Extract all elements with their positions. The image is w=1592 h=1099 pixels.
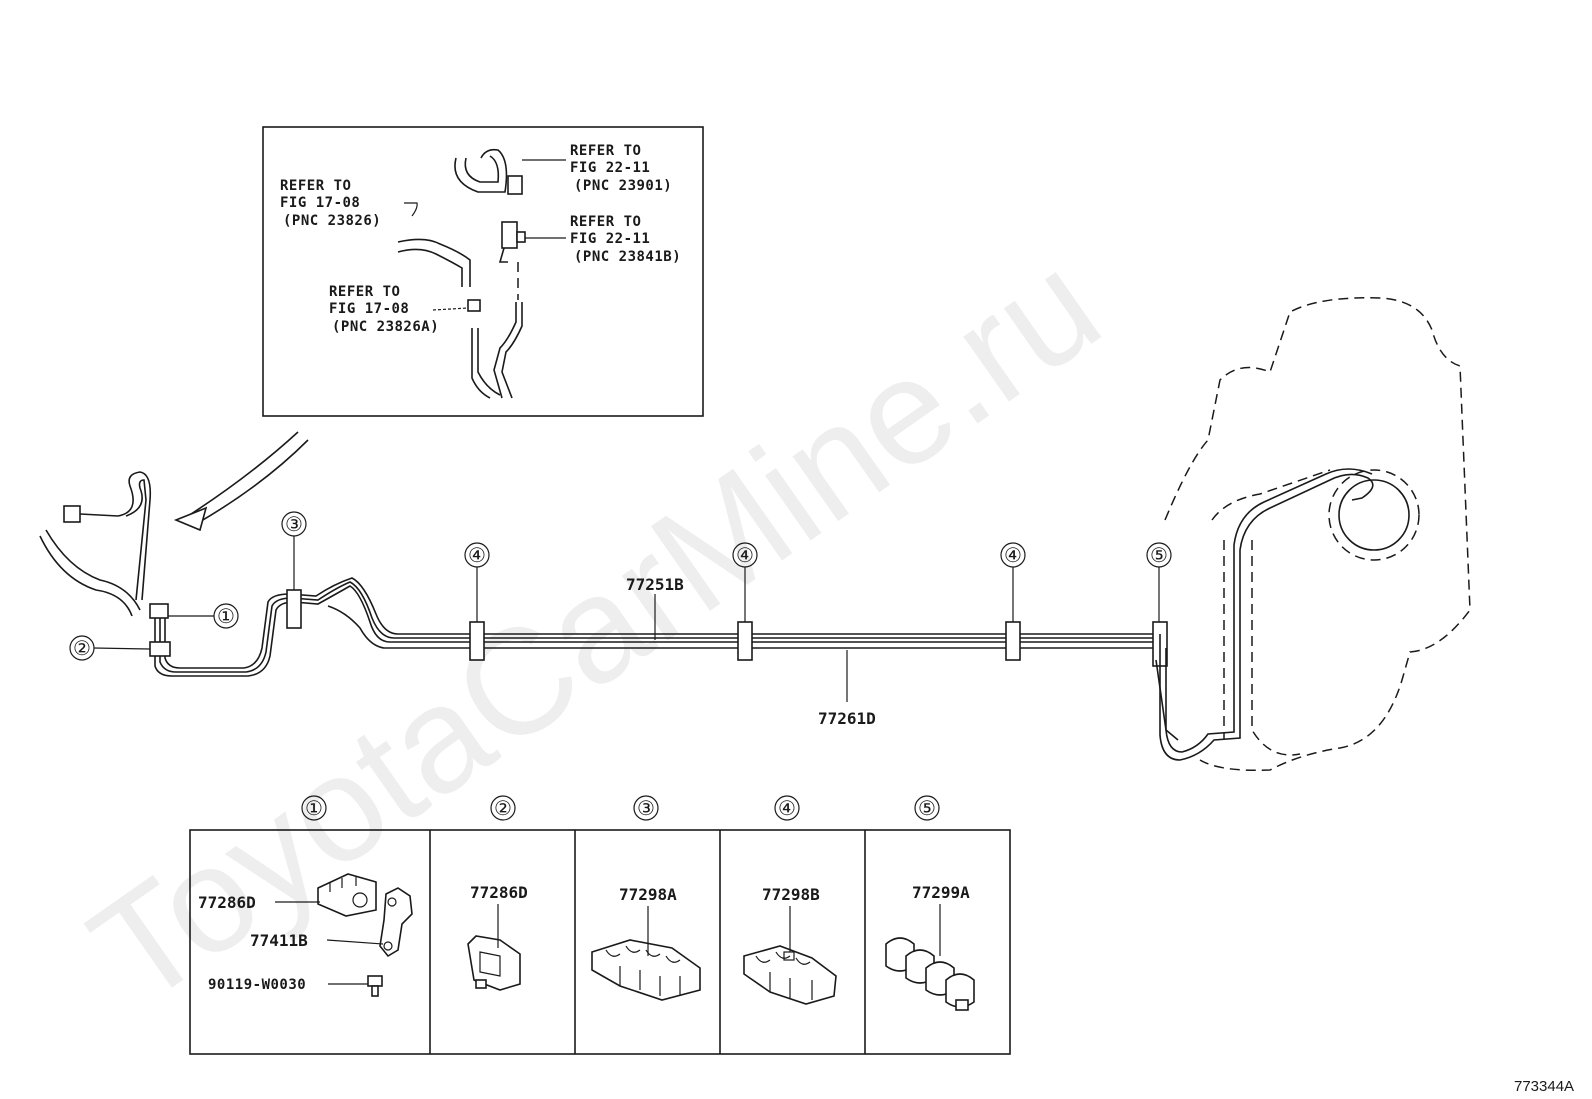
part-drawing-77298B — [743, 945, 837, 1005]
ref-4-line3: (PNC 23826A) — [332, 319, 439, 335]
callout-2: ② — [69, 635, 151, 661]
tank-pipes — [1155, 468, 1374, 761]
figure-id: 773344A — [1514, 1078, 1574, 1095]
inset-small-clip — [467, 299, 481, 312]
leader-ref-2 — [404, 202, 418, 217]
ref-1-line3: (PNC 23901) — [574, 178, 672, 194]
leader-ref-4 — [432, 307, 469, 311]
svg-text:④: ④ — [736, 543, 754, 567]
legend-part-77299A: 77299A — [912, 883, 970, 902]
svg-text:②: ② — [73, 636, 91, 660]
ref-2-line3: (PNC 23826) — [283, 213, 381, 229]
svg-text:③: ③ — [285, 512, 303, 536]
svg-text:⑤: ⑤ — [918, 796, 936, 820]
ref-1-line2: FIG 22-11 — [570, 160, 650, 176]
part-drawing-77286D-b — [467, 935, 521, 991]
legend-num-2: ② — [490, 795, 516, 821]
callout-5: ⑤ — [1146, 542, 1172, 622]
legend-part-77298B: 77298B — [762, 885, 820, 904]
inset-hose-top — [454, 148, 508, 193]
label-77251B: 77251B — [626, 575, 684, 594]
clip-4a — [469, 621, 485, 661]
ref-3-line2: FIG 22-11 — [570, 231, 650, 247]
left-hose-upper — [117, 471, 152, 601]
legend-part-90119-W0030: 90119-W0030 — [208, 977, 306, 993]
callout-4a: ④ — [464, 542, 490, 622]
callout-3: ③ — [281, 511, 307, 590]
ref-2-line1: REFER TO — [280, 178, 351, 194]
detail-arrow — [187, 431, 299, 517]
svg-text:①: ① — [217, 604, 235, 628]
svg-text:④: ④ — [778, 796, 796, 820]
ref-1-line1: REFER TO — [570, 143, 641, 159]
clip-3 — [286, 589, 302, 629]
callout-4b: ④ — [732, 542, 758, 622]
ref-4-line1: REFER TO — [329, 284, 400, 300]
part-drawing-77299A — [885, 937, 975, 1011]
inset-box — [262, 126, 704, 417]
ref-4-line2: FIG 17-08 — [329, 301, 409, 317]
inset-fitting-top — [507, 175, 523, 195]
svg-text:③: ③ — [637, 796, 655, 820]
legend-table — [189, 829, 1011, 1055]
clip-2 — [149, 641, 171, 657]
callout-4c: ④ — [1000, 542, 1026, 622]
clip-1 — [149, 603, 169, 619]
callout-1: ① — [168, 603, 239, 629]
legend-num-3: ③ — [633, 795, 659, 821]
left-hose-lower — [39, 535, 133, 617]
ref-3-line1: REFER TO — [570, 214, 641, 230]
clip-4b — [737, 621, 753, 661]
svg-text:①: ① — [305, 796, 323, 820]
inset-pipe-lower — [471, 328, 491, 399]
legend-num-4: ④ — [774, 795, 800, 821]
fuel-tank-outline — [1164, 297, 1471, 772]
part-drawing-90119 — [367, 975, 383, 997]
legend-num-1: ① — [301, 795, 327, 821]
svg-text:④: ④ — [468, 543, 486, 567]
ref-2-line2: FIG 17-08 — [280, 195, 360, 211]
svg-text:②: ② — [494, 796, 512, 820]
svg-text:⑤: ⑤ — [1150, 543, 1168, 567]
inset-hose-mid — [397, 238, 471, 287]
legend-part-77298A: 77298A — [619, 885, 677, 904]
left-connector — [63, 505, 81, 523]
part-drawing-77298A — [591, 939, 701, 1001]
ref-3-line3: (PNC 23841B) — [574, 249, 681, 265]
legend-part-77286D-1: 77286D — [198, 893, 256, 912]
inset-connector — [501, 221, 518, 249]
svg-text:④: ④ — [1004, 543, 1022, 567]
label-77261D: 77261D — [818, 709, 876, 728]
clip-4c — [1005, 621, 1021, 661]
legend-part-77286D-2: 77286D — [470, 883, 528, 902]
legend-part-77411B: 77411B — [250, 931, 308, 950]
legend-num-5: ⑤ — [914, 795, 940, 821]
part-drawing-77286D-a — [317, 873, 377, 917]
tank-pump-ring — [1328, 469, 1420, 561]
part-drawing-77411B — [379, 887, 413, 958]
